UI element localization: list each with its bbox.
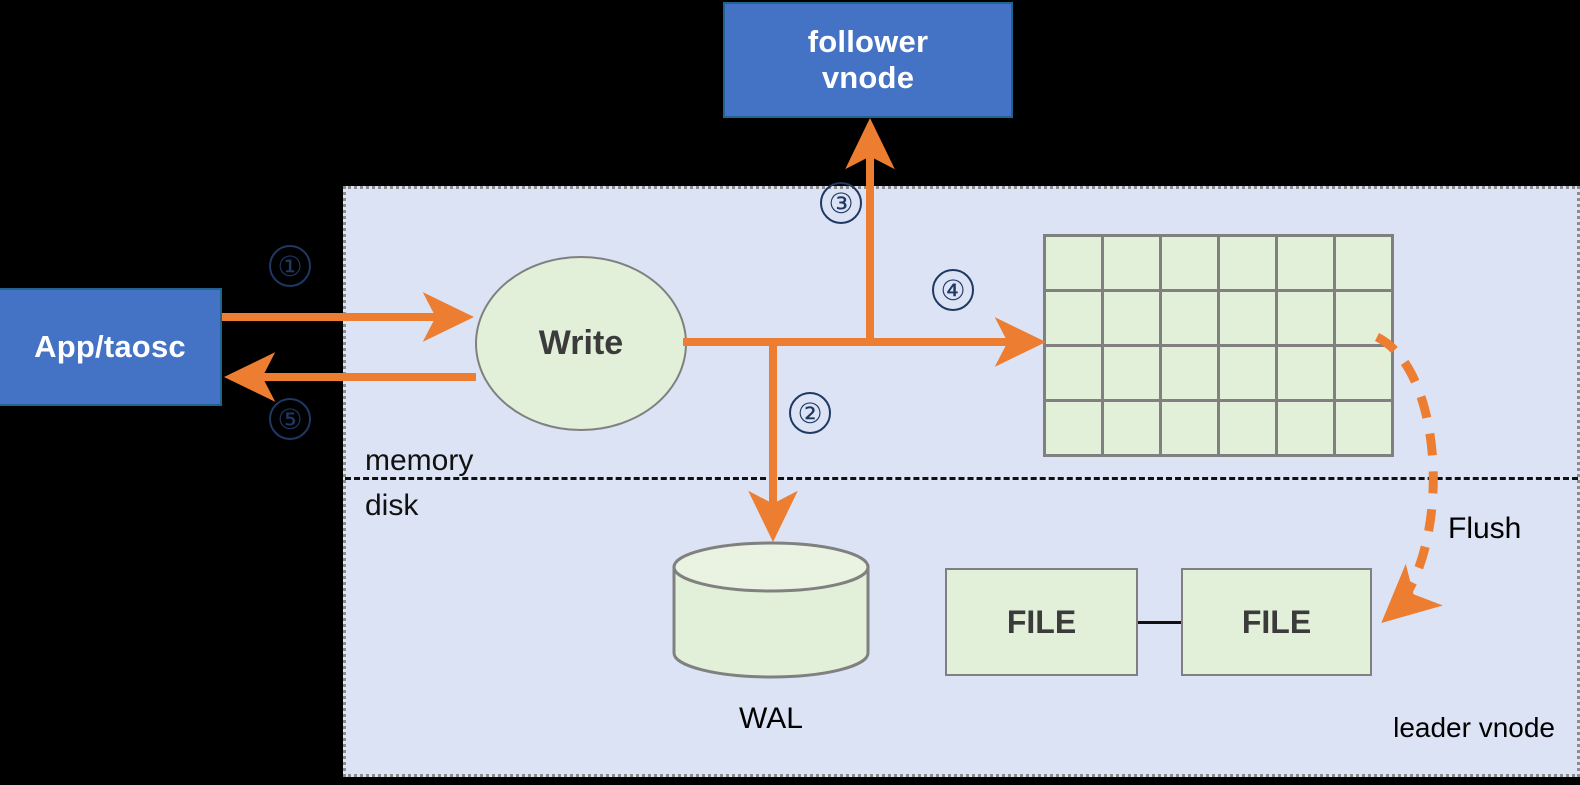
grid-cell [1104,237,1159,289]
file-link-connector [1138,621,1182,624]
grid-cell [1278,237,1333,289]
grid-cell [1278,402,1333,454]
file-box-1: FILE [945,568,1138,676]
file-box-2: FILE [1181,568,1372,676]
flush-label: Flush [1448,512,1522,545]
grid-cell [1162,347,1217,399]
wal-cylinder-icon [672,541,870,679]
follower-vnode-label-line1: follower [807,24,929,60]
step-badge-4: ④ [932,269,974,311]
grid-cell [1278,347,1333,399]
grid-cell [1162,292,1217,344]
memory-tier-label: memory [365,444,474,477]
grid-cell [1104,347,1159,399]
grid-cell [1278,292,1333,344]
follower-vnode-node: follower vnode [723,2,1013,118]
grid-cell [1220,347,1275,399]
disk-tier-label: disk [365,489,419,522]
grid-cell [1046,292,1101,344]
memory-skiplist-grid [1043,234,1394,457]
app-taosc-node: App/taosc [0,288,222,406]
grid-cell [1336,402,1391,454]
grid-cell [1104,402,1159,454]
grid-cell [1046,347,1101,399]
step-badge-3: ③ [820,182,862,224]
memory-disk-divider [345,477,1578,480]
grid-cell [1162,237,1217,289]
grid-cell [1336,292,1391,344]
follower-vnode-label-line2: vnode [821,60,915,95]
grid-cell [1336,237,1391,289]
step-badge-2: ② [789,392,831,434]
grid-cell [1220,402,1275,454]
leader-vnode-label: leader vnode [1393,712,1555,743]
grid-cell [1046,237,1101,289]
step-badge-1: ① [269,245,311,287]
step-badge-5: ⑤ [269,398,311,440]
grid-cell [1104,292,1159,344]
grid-cell [1046,402,1101,454]
grid-cell [1162,402,1217,454]
grid-cell [1220,237,1275,289]
grid-cell [1336,347,1391,399]
grid-cell [1220,292,1275,344]
wal-label: WAL [739,702,803,735]
write-node: Write [475,256,687,431]
